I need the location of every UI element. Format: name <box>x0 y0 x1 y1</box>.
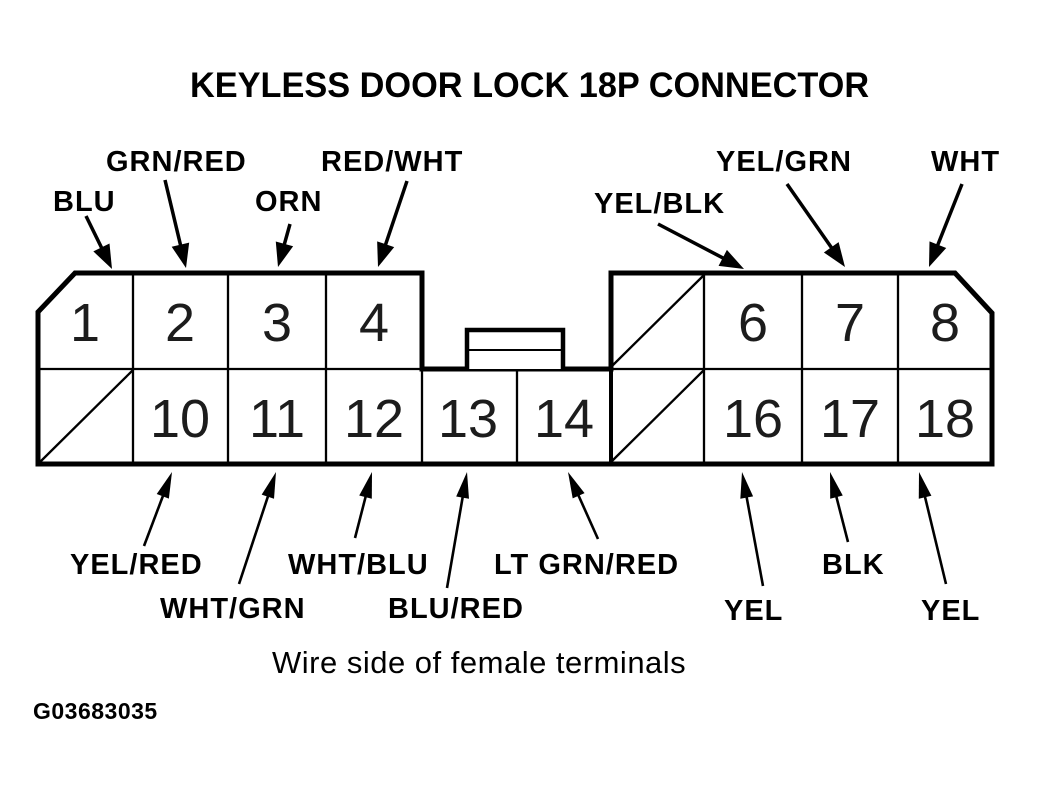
arrow-to-pin-12 <box>353 472 372 539</box>
pin-8: 8 <box>930 293 960 353</box>
arrow-line <box>785 182 839 258</box>
arrowhead <box>275 241 294 267</box>
arrow-to-pin-18 <box>918 472 948 585</box>
connector-outline <box>35 270 995 467</box>
wire-label-blu-red-pin-13: BLU/RED <box>388 593 524 625</box>
arrowhead <box>718 249 744 269</box>
arrowhead <box>359 472 372 499</box>
pin-4: 4 <box>359 293 389 353</box>
arrow-line <box>237 485 273 585</box>
wire-label-wht-grn-pin-11: WHT/GRN <box>160 593 306 625</box>
diagram-caption: Wire side of female terminals <box>272 645 687 680</box>
arrowhead <box>377 241 395 267</box>
pin-18: 18 <box>915 389 975 449</box>
pin-17: 17 <box>820 389 880 449</box>
arrowhead <box>171 242 190 268</box>
wire-label-yel-grn-pin-7: YEL/GRN <box>716 146 852 178</box>
arrowhead <box>918 472 932 499</box>
arrowhead <box>740 472 754 499</box>
wire-label-yel-pin-18: YEL <box>921 595 981 627</box>
pin-11: 11 <box>249 389 305 449</box>
arrow-line <box>657 222 734 265</box>
arrow-to-pin-8 <box>929 183 964 267</box>
arrow-to-pin-17 <box>830 472 850 543</box>
wire-label-lt-grn-red-pin-14: LT GRN/RED <box>494 549 680 581</box>
wire-label-red-wht-pin-4: RED/WHT <box>321 146 464 178</box>
arrow-to-pin-6 <box>657 222 744 269</box>
arrow-to-pin-11 <box>237 472 276 585</box>
callout-arrow-layer <box>84 179 964 589</box>
pin-10: 10 <box>150 389 210 449</box>
pin-12: 12 <box>344 389 404 449</box>
arrow-to-pin-3 <box>275 223 294 267</box>
pin-3: 3 <box>262 293 292 353</box>
wire-label-yel-pin-16: YEL <box>724 595 784 627</box>
pin-6: 6 <box>738 293 768 353</box>
arrow-to-pin-7 <box>785 182 845 267</box>
pin-7: 7 <box>835 293 865 353</box>
blank-cavity-diagonal-below-pin1 <box>39 369 134 463</box>
arrow-to-pin-13 <box>445 472 469 589</box>
wire-label-yel-blk-pin-6: YEL/BLK <box>594 188 726 220</box>
wire-label-grn-red-pin-2: GRN/RED <box>106 146 247 178</box>
arrowhead <box>929 241 947 267</box>
arrow-line <box>743 485 765 587</box>
wire-label-wht-blu-pin-12: WHT/BLU <box>288 549 429 581</box>
arrowhead <box>156 472 172 499</box>
pin-14: 14 <box>534 389 594 449</box>
arrowhead <box>261 472 276 499</box>
wire-label-yel-red-pin-10: YEL/RED <box>70 549 203 581</box>
arrowhead <box>830 472 843 499</box>
arrow-to-pin-16 <box>740 472 765 587</box>
figure-id: G03683035 <box>33 698 158 724</box>
pin-1: 1 <box>70 293 100 353</box>
connector-grid <box>38 273 992 464</box>
arrow-line <box>445 485 466 589</box>
arrowhead <box>93 243 112 269</box>
blank-cavity-diagonal-position5 <box>610 274 705 368</box>
wire-label-blk-pin-17: BLK <box>822 549 885 581</box>
arrow-line <box>932 183 964 256</box>
arrow-to-pin-10 <box>142 472 172 547</box>
wire-label-orn-pin-3: ORN <box>255 186 323 218</box>
arrowhead <box>823 242 845 267</box>
arrow-line <box>163 179 185 256</box>
wire-label-wht-pin-8: WHT <box>931 146 1001 178</box>
arrow-to-pin-1 <box>84 215 112 269</box>
arrow-to-pin-2 <box>163 179 190 268</box>
arrow-to-pin-14 <box>568 472 600 540</box>
arrow-to-pin-4 <box>377 180 409 267</box>
pin-16: 16 <box>723 389 783 449</box>
arrow-line <box>380 180 409 256</box>
arrowhead <box>568 472 585 499</box>
blank-cavity-diagonal-position15 <box>610 369 705 463</box>
pin-2: 2 <box>165 293 195 353</box>
wire-label-blu-pin-1: BLU <box>53 186 116 218</box>
pin-13: 13 <box>438 389 498 449</box>
arrow-line <box>921 485 948 585</box>
arrowhead <box>456 472 469 499</box>
diagram-title: KEYLESS DOOR LOCK 18P CONNECTOR <box>190 66 870 105</box>
